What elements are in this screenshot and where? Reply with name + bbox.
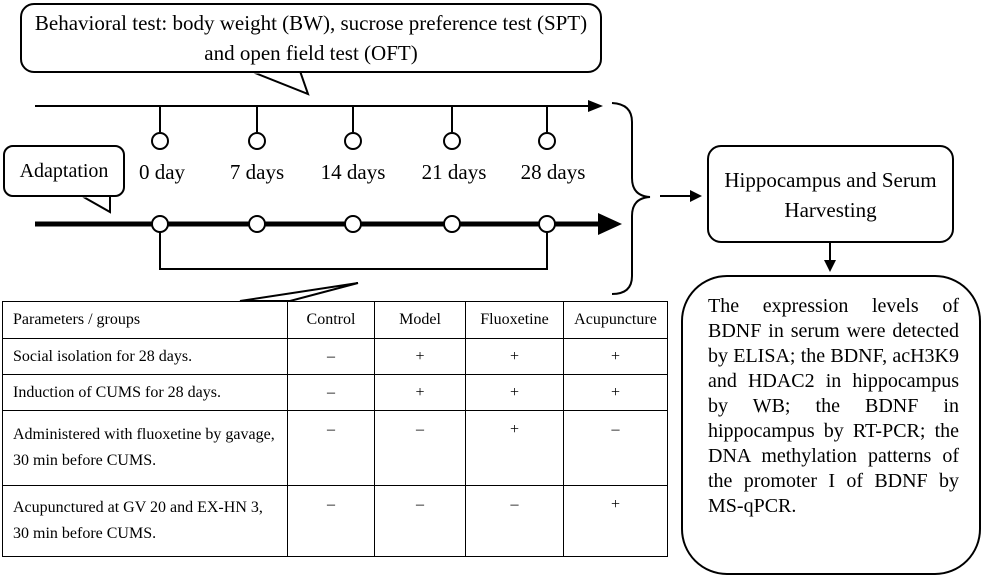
test-marker (344, 132, 362, 150)
table-cell-parameter: Social isolation for 28 days. (2, 338, 288, 375)
table-cell-parameter: Induction of CUMS for 28 days. (2, 374, 288, 411)
table-cell: + (465, 374, 564, 411)
timeline-marker (443, 215, 461, 233)
table-cell: + (563, 485, 668, 557)
treatment-bracket (159, 224, 548, 270)
table-row: Social isolation for 28 days. – + + + (2, 338, 668, 375)
table-header: Parameters / groups (2, 301, 288, 339)
table-cell: + (374, 374, 466, 411)
main-timeline-arrowhead (598, 213, 622, 235)
table-header-row: Parameters / groups Control Model Fluoxe… (2, 301, 668, 339)
table-header: Fluoxetine (465, 301, 564, 339)
table-cell: – (287, 338, 375, 375)
groups-table: Parameters / groups Control Model Fluoxe… (2, 301, 668, 557)
table-cell-parameter: Acupunctured at GV 20 and EX-HN 3, 30 mi… (2, 485, 288, 557)
behavioral-callout-tail (249, 70, 310, 96)
table-row: Induction of CUMS for 28 days. – + + + (2, 374, 668, 411)
adaptation-callout: Adaptation (3, 145, 125, 197)
table-cell: – (374, 410, 466, 486)
table-cell: – (287, 485, 375, 557)
timeline-marker (538, 215, 556, 233)
adaptation-callout-tail (76, 194, 111, 214)
test-marker (151, 132, 169, 150)
table-cell: + (563, 338, 668, 375)
day-label: 14 days (320, 160, 386, 184)
behavioral-test-text: Behavioral test: body weight (BW), sucro… (34, 11, 588, 65)
adaptation-text: Adaptation (19, 160, 109, 182)
table-cell: – (465, 485, 564, 557)
timeline-marker (151, 215, 169, 233)
table-cell: – (563, 410, 668, 486)
test-marker (443, 132, 461, 150)
test-markers (151, 106, 556, 150)
right-brace (611, 102, 651, 295)
day-label: 28 days (520, 160, 586, 184)
table-cell: + (563, 374, 668, 411)
table-row: Administered with fluoxetine by gavage, … (2, 410, 668, 486)
results-text: The expression levels of BDNF in serum w… (708, 295, 959, 517)
timeline-marker (344, 215, 362, 233)
behavioral-test-callout: Behavioral test: body weight (BW), sucro… (20, 3, 602, 73)
day-label: 7 days (229, 160, 285, 184)
results-box: The expression levels of BDNF in serum w… (681, 275, 981, 575)
table-callout-tail (239, 282, 359, 302)
test-marker (248, 132, 266, 150)
table-cell: – (287, 374, 375, 411)
harvest-text: Hippocampus and Serum Harvesting (724, 168, 937, 222)
day-label: 0 day (138, 160, 186, 184)
harvest-box: Hippocampus and Serum Harvesting (707, 145, 954, 243)
table-cell: + (465, 410, 564, 486)
table-cell: + (465, 338, 564, 375)
table-header: Control (287, 301, 375, 339)
table-header: Acupuncture (563, 301, 668, 339)
table-cell-parameter: Administered with fluoxetine by gavage, … (2, 410, 288, 486)
behavioral-test-arrowhead (588, 100, 603, 112)
day-label: 21 days (421, 160, 487, 184)
table-cell: – (374, 485, 466, 557)
table-header: Model (374, 301, 466, 339)
test-marker (538, 132, 556, 150)
timeline-marker (248, 215, 266, 233)
table-row: Acupunctured at GV 20 and EX-HN 3, 30 mi… (2, 485, 668, 557)
timeline-markers (151, 215, 556, 233)
table-cell: + (374, 338, 466, 375)
table-cell: – (287, 410, 375, 486)
